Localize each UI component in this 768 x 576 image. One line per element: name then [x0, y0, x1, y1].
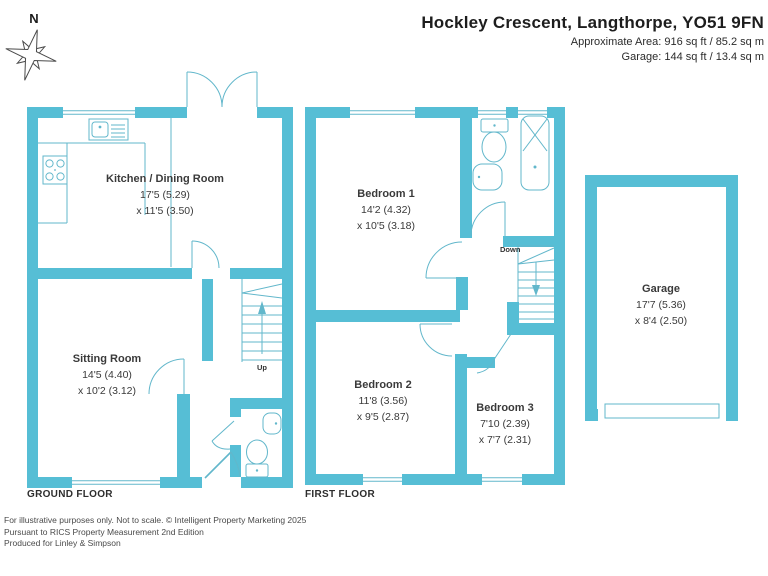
room-dim: 17'5 (5.29) — [140, 189, 190, 201]
compass-north-label: N — [29, 11, 38, 26]
door-bedroom3 — [476, 333, 512, 374]
first-floor-label: FIRST FLOOR — [305, 489, 375, 500]
window — [518, 107, 547, 118]
floor-area — [316, 118, 554, 474]
window — [63, 107, 135, 118]
room-dim: x 9'5 (2.87) — [356, 411, 410, 423]
window — [350, 107, 415, 118]
room-name: Bedroom 2 — [354, 379, 412, 391]
door-sitting-room — [148, 358, 185, 395]
sink-unit-icon — [88, 118, 129, 141]
room-dim: x 10'5 (3.18) — [356, 220, 416, 232]
room-label-kitchen: Kitchen / Dining Room 17'5 (5.29) x 11'5… — [106, 171, 224, 219]
door-bathroom — [470, 201, 506, 237]
wc-sink-icon — [262, 412, 282, 435]
door-wc — [211, 420, 235, 450]
wc-toilet-icon — [245, 439, 269, 478]
floor-area — [38, 118, 282, 477]
room-dim: 17'7 (5.36) — [636, 299, 686, 311]
garage-door — [598, 403, 726, 421]
room-dim: 14'2 (4.32) — [361, 204, 411, 216]
room-name: Garage — [642, 283, 680, 295]
disclaimer-line: Pursuant to RICS Property Measurement 2n… — [4, 526, 204, 537]
page-title: Hockley Crescent, Langthorpe, YO51 9FN — [421, 13, 764, 32]
bathroom-sink-icon — [472, 163, 503, 191]
garage-area: Garage: 144 sq ft / 13.4 sq m — [621, 51, 764, 63]
first-floor-plan — [305, 107, 565, 485]
ground-floor-label: GROUND FLOOR — [27, 489, 113, 500]
interior-walls — [305, 118, 554, 474]
down-arrow — [532, 262, 540, 296]
garage-plan — [585, 175, 738, 421]
front-door — [202, 451, 241, 488]
disclaimer-line: For illustrative purposes only. Not to s… — [4, 515, 307, 525]
bathroom-toilet-icon — [480, 118, 509, 163]
room-name: Bedroom 3 — [476, 402, 534, 414]
approximate-area: Approximate Area: 916 sq ft / 85.2 sq m — [570, 36, 764, 48]
room-dim: x 11'5 (3.50) — [136, 205, 194, 217]
window — [482, 474, 522, 485]
stairs-down-label: Down — [500, 245, 521, 254]
room-dim: x 8'4 (2.50) — [634, 315, 688, 327]
room-label-sitting-room: Sitting Room 14'5 (4.40) x 10'2 (3.12) — [73, 351, 141, 399]
floor-area — [597, 187, 726, 409]
header: Hockley Crescent, Langthorpe, YO51 9FN A… — [421, 13, 764, 63]
room-dim: 11'8 (3.56) — [358, 395, 408, 407]
room-dim: x 10'2 (3.12) — [77, 385, 137, 397]
ground-floor-plan — [27, 71, 293, 488]
compass-rose: N — [5, 11, 57, 81]
french-doors — [186, 71, 258, 118]
room-dim: x 7'7 (2.31) — [478, 434, 532, 446]
staircase-up — [241, 279, 283, 362]
hob-icon — [42, 155, 68, 185]
disclaimer: For illustrative purposes only. Not to s… — [4, 515, 306, 550]
up-arrow — [258, 301, 266, 354]
room-name: Bedroom 1 — [357, 188, 415, 200]
door-bedroom2 — [419, 323, 453, 357]
room-dim: 7'10 (2.39) — [480, 418, 530, 430]
window — [363, 474, 402, 485]
room-label-bedroom2: Bedroom 2 11'8 (3.56) x 9'5 (2.87) — [354, 377, 411, 425]
room-dim: 14'5 (4.40) — [82, 369, 132, 381]
door-bedroom1 — [425, 241, 463, 279]
room-label-bedroom3: Bedroom 3 7'10 (2.39) x 7'7 (2.31) — [476, 400, 533, 448]
window — [72, 477, 160, 488]
room-label-bedroom1: Bedroom 1 14'2 (4.32) x 10'5 (3.18) — [357, 186, 415, 234]
stairs-up-label: Up — [257, 363, 267, 372]
door-kitchen — [191, 240, 220, 269]
staircase-down — [517, 244, 555, 320]
bathtub-icon — [520, 115, 550, 191]
room-label-garage: Garage 17'7 (5.36) x 8'4 (2.50) — [635, 281, 687, 329]
window — [478, 107, 506, 118]
room-name: Sitting Room — [72, 353, 142, 365]
compass-star-main — [5, 29, 57, 81]
disclaimer-line: Produced for Linley & Simpson — [4, 538, 121, 548]
room-name: Kitchen / Dining Room — [106, 173, 224, 185]
